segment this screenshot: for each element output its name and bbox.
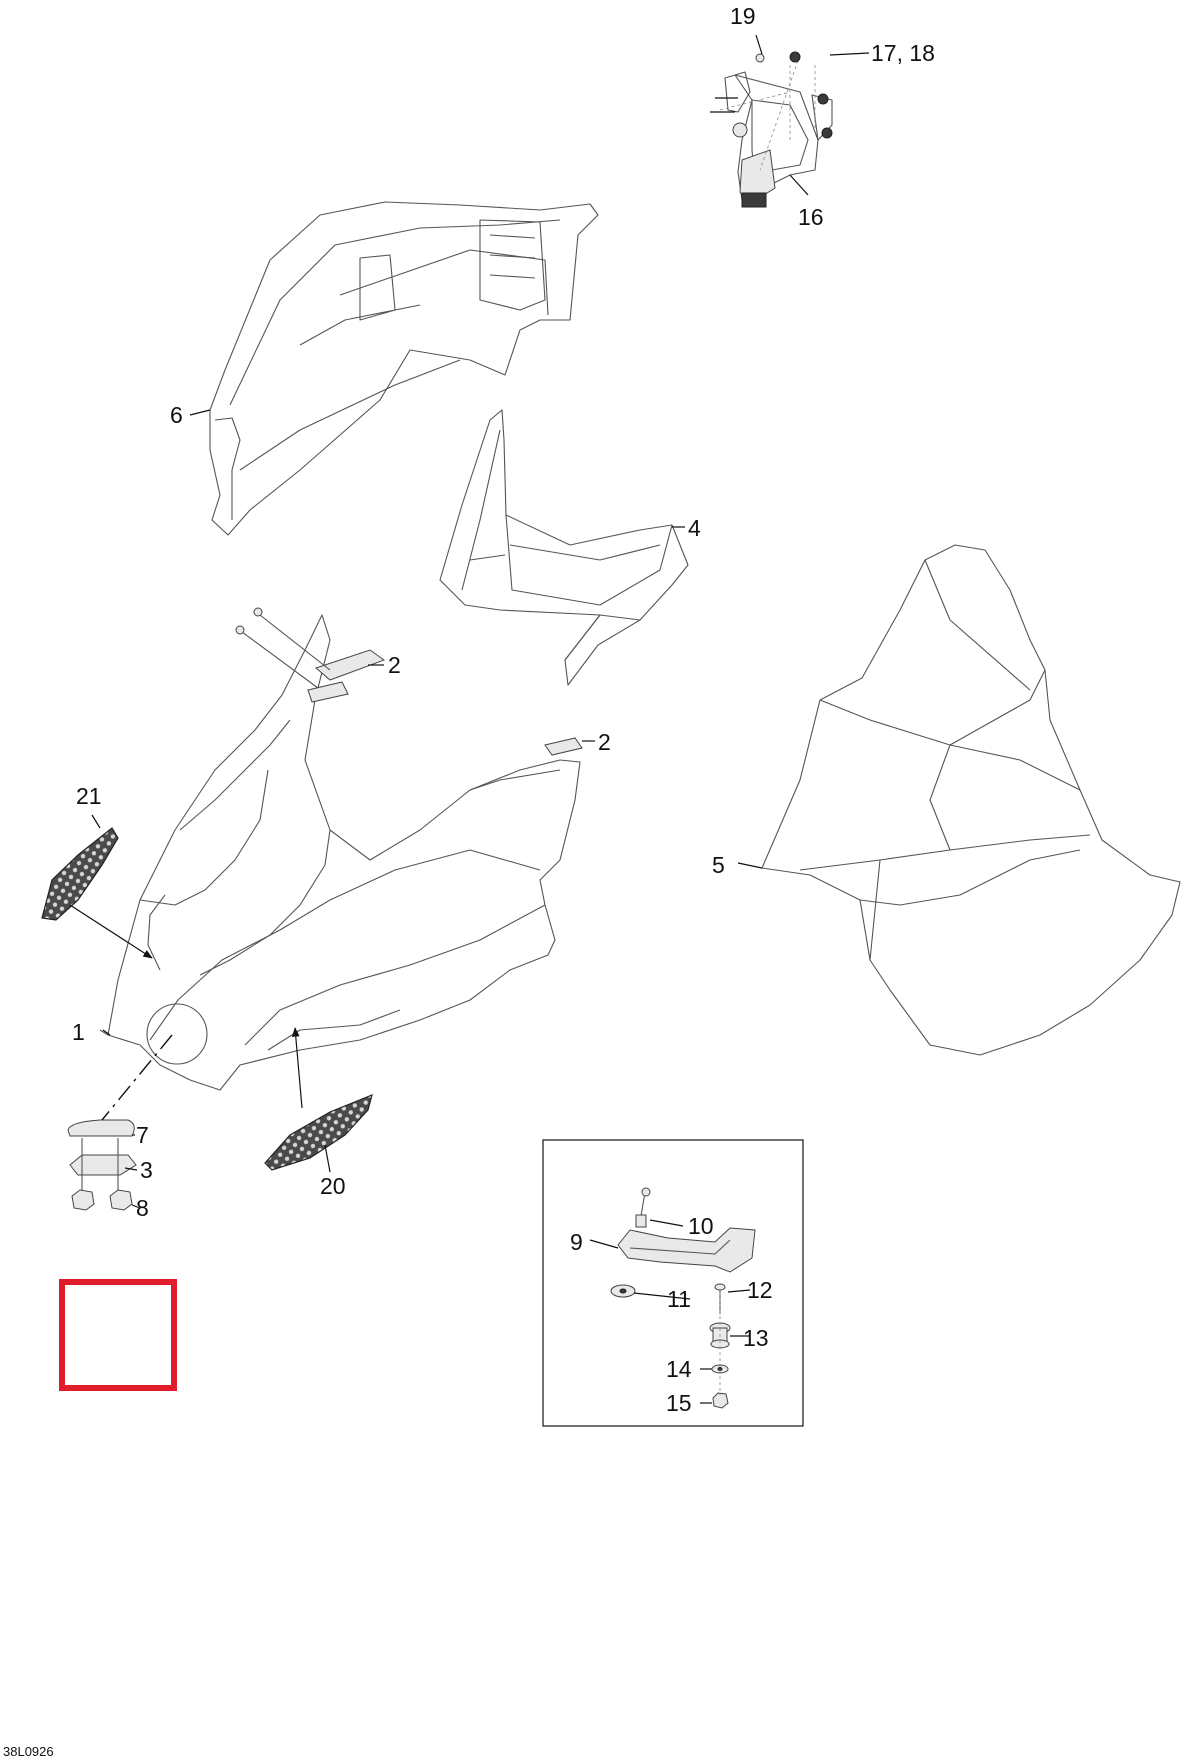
- retainer-part-9: [617, 1227, 756, 1273]
- callout-21: 21: [76, 783, 102, 809]
- callout-7: 7: [136, 1122, 149, 1148]
- callout-9: 9: [570, 1229, 583, 1255]
- inset-detail-box: [542, 1139, 804, 1427]
- lens-cover-part-7: [67, 1119, 135, 1137]
- callout-17-18: 17, 18: [871, 40, 935, 66]
- callout-14: 14: [666, 1356, 692, 1382]
- callout-8: 8: [136, 1195, 149, 1221]
- callout-13: 13: [743, 1325, 769, 1351]
- upper-cowl-part-6: [209, 201, 599, 536]
- callout-12: 12: [747, 1277, 773, 1303]
- callout-20: 20: [320, 1173, 346, 1199]
- grommet-part-11: [610, 1284, 636, 1298]
- callout-11: 11: [667, 1286, 691, 1312]
- callout-3: 3: [140, 1157, 153, 1183]
- callout-15: 15: [666, 1390, 692, 1416]
- callout-1: 1: [72, 1019, 85, 1045]
- windshield-part-5: [761, 544, 1181, 1056]
- hood-part-1: [99, 614, 581, 1091]
- callout-10: 10: [688, 1213, 714, 1239]
- headlight-assembly-part-16: [710, 51, 833, 208]
- callout-5: 5: [712, 852, 725, 878]
- callout-2b: 2: [598, 729, 611, 755]
- callout-16: 16: [798, 204, 824, 230]
- right-grille-part-20: [264, 1093, 373, 1171]
- rivet-part-10: [635, 1187, 651, 1228]
- nut-part-15: [712, 1392, 729, 1409]
- callout-4: 4: [688, 515, 701, 541]
- callout-19: 19: [730, 3, 756, 29]
- callout-labels: 1 2 2 3 4 5 6 7 8 9 10 11 12 13 14 15 16…: [72, 3, 935, 1416]
- figure-code: 38L0926: [3, 1744, 54, 1759]
- highlight-box: [59, 1279, 177, 1391]
- left-grille-part-21: [41, 827, 119, 921]
- leader-lines: [69, 34, 870, 1404]
- vent-clip-part-2a: [307, 649, 386, 703]
- rivet-pair: [235, 607, 331, 689]
- callout-6: 6: [170, 402, 183, 428]
- nut-pair-part-8: [71, 1189, 133, 1211]
- callout-2a: 2: [388, 652, 401, 678]
- nose-trim-part-4: [439, 409, 689, 686]
- trim-strip-part-2b: [544, 737, 583, 756]
- bracket-part-3: [69, 1138, 137, 1192]
- assembly-centerline: [101, 1034, 173, 1121]
